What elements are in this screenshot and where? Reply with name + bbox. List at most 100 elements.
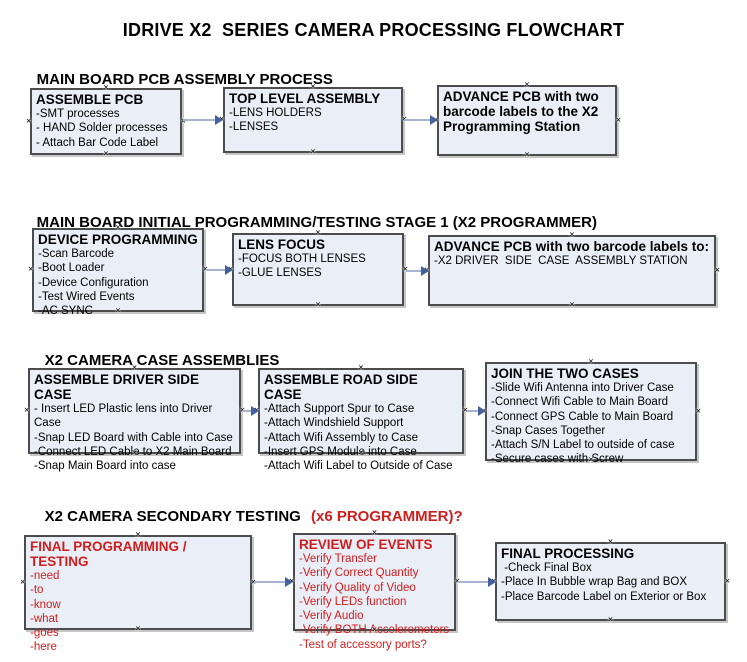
box-line: - Insert LED Plastic lens into Driver Ca… xyxy=(34,403,216,430)
flow-box-advance-pcb-driver-side: ADVANCE PCB with two barcode labels to: … xyxy=(424,231,720,310)
box-line: -Verify BOTH Accelerometers xyxy=(299,624,450,637)
flow-arrow xyxy=(206,265,233,275)
flow-box-final-processing: FINAL PROCESSING -Check Final Box-Place … xyxy=(491,538,730,625)
flow-arrow xyxy=(406,266,429,276)
flow-box-assemble-pcb: ASSEMBLE PCB -SMT processes- HAND Solder… xyxy=(26,84,186,159)
flow-arrow xyxy=(243,406,259,416)
box-title: LENS FOCUS xyxy=(238,237,326,252)
box-line: -LENS HOLDERS xyxy=(229,107,322,120)
section-heading-text: X2 CAMERA CASE ASSEMBLIES xyxy=(44,352,280,369)
flow-arrow xyxy=(404,115,438,125)
box-line: -need xyxy=(30,570,60,583)
box-line: -Attach Windshield Support xyxy=(264,417,404,430)
box-line: -LENSES xyxy=(229,121,279,134)
connector-anchor-bottom-icon: × xyxy=(524,150,530,160)
section-heading-red-text: (x6 PROGRAMMER)? xyxy=(310,508,463,525)
box-line: -X2 DRIVER SIDE CASE ASSEMBLY STATION xyxy=(434,255,688,268)
box-line: -Scan Barcode xyxy=(38,248,115,261)
section-heading-initial-programming: MAIN BOARD INITIAL PROGRAMMING/TESTING S… xyxy=(20,197,597,248)
box-line: -Place Barcode Label on Exterior or Box xyxy=(501,590,707,603)
box-lines: -Verify Transfer-Verify Correct Quantity… xyxy=(299,552,450,652)
section-heading-secondary-testing: X2 CAMERA SECONDARY TESTING (x6 PROGRAMM… xyxy=(28,491,463,542)
box-line: -Test Wired Events xyxy=(38,290,135,303)
box-line: -Snap Cases Together xyxy=(491,424,606,437)
box-lines: -Slide Wifi Antenna into Driver Case-Con… xyxy=(491,381,691,467)
section-heading-text: MAIN BOARD INITIAL PROGRAMMING/TESTING S… xyxy=(36,214,597,231)
box-title: FINAL PROGRAMMING / TESTING xyxy=(30,539,191,570)
box-line: -Verify Correct Quantity xyxy=(299,567,419,580)
box-title: ASSEMBLE DRIVER SIDE CASE xyxy=(34,372,203,403)
box-title: REVIEW OF EVENTS xyxy=(299,537,433,552)
flow-box-device-programming: DEVICE PROGRAMMING -Scan Barcode-Boot Lo… xyxy=(28,224,208,318)
connector-anchor-bottom-icon: × xyxy=(310,147,316,157)
flow-arrow xyxy=(254,577,293,587)
connector-anchor-right-icon: × xyxy=(724,576,730,586)
box-line: -Connect Wifi Cable to Main Board xyxy=(491,396,669,409)
box-lines: -LENS HOLDERS-LENSES xyxy=(229,106,397,135)
flow-box-lens-focus: LENS FOCUS -FOCUS BOTH LENSES-GLUE LENSE… xyxy=(228,229,408,310)
box-line: -Boot Loader xyxy=(38,262,105,275)
connector-anchor-bottom-icon: × xyxy=(315,300,321,310)
section-heading-text: MAIN BOARD PCB ASSEMBLY PROCESS xyxy=(36,71,333,88)
connector-anchor-left-icon: × xyxy=(20,577,26,587)
box-line: -Test of accessory ports? xyxy=(299,638,427,651)
page-title: IDRIVE X2 SERIES CAMERA PROCESSING FLOWC… xyxy=(122,20,625,40)
box-lines: -Scan Barcode-Boot Loader-Device Configu… xyxy=(38,247,198,318)
box-line: -Verify Audio xyxy=(299,610,364,623)
box-lines: -X2 DRIVER SIDE CASE ASSEMBLY STATION xyxy=(434,254,710,268)
box-title: ASSEMBLE ROAD SIDE CASE xyxy=(264,372,422,403)
box-line: -FOCUS BOTH LENSES xyxy=(238,253,366,266)
box-line: -know xyxy=(30,598,61,611)
connector-anchor-right-icon: × xyxy=(714,265,720,275)
connector-anchor-bottom-icon: × xyxy=(607,615,614,625)
connector-anchor-left-icon: × xyxy=(28,264,34,275)
flow-arrow xyxy=(458,577,496,587)
box-line: -Place In Bubble wrap Bag and BOX xyxy=(501,576,688,589)
connector-anchor-left-icon: × xyxy=(24,405,30,416)
box-lines: - Insert LED Plastic lens into Driver Ca… xyxy=(34,402,235,473)
box-line: -Attach S/N Label to outside of case xyxy=(491,439,675,452)
connector-anchor-left-icon: × xyxy=(26,116,32,126)
box-line: -Connect GPS Cable to Main Board xyxy=(491,410,674,423)
section-heading-case-assemblies: X2 CAMERA CASE ASSEMBLIES xyxy=(28,335,280,386)
box-line: -Snap Main Board into case xyxy=(34,460,176,473)
box-lines: -Check Final Box-Place In Bubble wrap Ba… xyxy=(501,561,720,604)
box-lines: -Attach Support Spur to Case-Attach Wind… xyxy=(264,402,458,473)
box-lines: -SMT processes- HAND Solder processes- A… xyxy=(36,107,176,150)
flow-box-top-level-assembly: TOP LEVEL ASSEMBLY -LENS HOLDERS-LENSES … xyxy=(219,83,407,157)
box-title: TOP LEVEL ASSEMBLY xyxy=(229,91,381,106)
box-line: -Insert GPS Module into Case xyxy=(264,445,417,458)
box-title: ASSEMBLE PCB xyxy=(36,92,144,107)
flow-arrow xyxy=(467,406,486,416)
connector-anchor-right-icon: × xyxy=(615,115,621,125)
box-line: -Attach Support Spur to Case xyxy=(264,403,415,416)
box-title: FINAL PROCESSING xyxy=(501,546,635,561)
box-title: ADVANCE PCB with two barcode labels to t… xyxy=(443,89,603,135)
section-heading-pcb-assembly: MAIN BOARD PCB ASSEMBLY PROCESS xyxy=(20,54,333,105)
flow-box-review-of-events: REVIEW OF EVENTS -Verify Transfer-Verify… xyxy=(289,529,460,651)
box-title: JOIN THE TWO CASES xyxy=(491,366,639,381)
flow-box-join-the-two-cases: JOIN THE TWO CASES -Slide Wifi Antenna i… xyxy=(481,358,701,466)
flow-box-final-programming-testing: FINAL PROGRAMMING / TESTING -need-to-kno… xyxy=(20,531,256,654)
box-line: -Verify Transfer xyxy=(299,553,377,566)
box-lines: -FOCUS BOTH LENSES-GLUE LENSES xyxy=(238,252,398,281)
connector-anchor-bottom-icon: × xyxy=(103,149,109,159)
box-line: -Verify Quality of Video xyxy=(299,581,416,594)
box-line: -AC SYNC xyxy=(38,305,93,318)
box-line: -to xyxy=(30,584,44,597)
box-line: -here xyxy=(30,641,57,654)
connector-anchor-bottom-icon: × xyxy=(569,300,575,310)
box-line: -GLUE LENSES xyxy=(238,267,322,280)
box-line: -Device Configuration xyxy=(38,276,149,289)
box-line: -Snap LED Board with Cable into Case xyxy=(34,431,233,444)
box-line: -SMT processes xyxy=(36,108,120,121)
flow-arrow xyxy=(183,115,223,125)
box-line: -Secure cases with Screw xyxy=(491,453,624,466)
flow-box-assemble-driver-side-case: ASSEMBLE DRIVER SIDE CASE - Insert LED P… xyxy=(24,364,245,473)
box-line: - HAND Solder processes xyxy=(36,122,168,135)
box-line: -Check Final Box xyxy=(501,562,592,575)
box-line: -Verify LEDs function xyxy=(299,595,407,608)
section-heading-text: X2 CAMERA SECONDARY TESTING xyxy=(44,508,305,525)
box-line: -Attach Wifi Assembly to Case xyxy=(264,431,419,444)
